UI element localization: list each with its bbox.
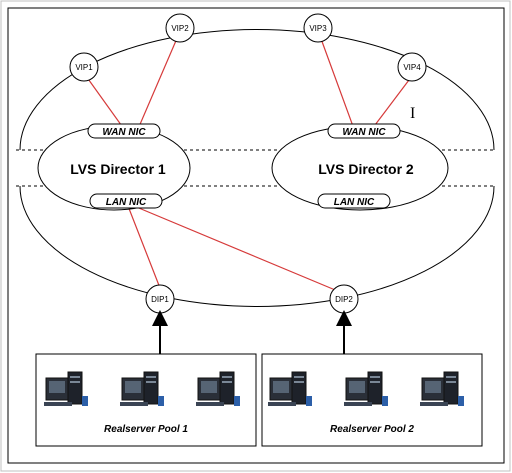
server-icon [344, 371, 388, 406]
realserver-pool-1: Realserver Pool 1 [35, 353, 257, 447]
pool-1-label: Realserver Pool 1 [104, 424, 188, 435]
dip1-node: DIP1 [145, 284, 175, 314]
vip1-node: VIP1 [69, 52, 99, 82]
text-cursor-icon: I [410, 105, 415, 122]
server-icon [120, 371, 164, 406]
director-1-wan-nic-label: WAN NIC [102, 127, 146, 138]
server-icon [420, 371, 464, 406]
director-1-lan-nic-label: LAN NIC [106, 197, 147, 208]
director-2: WAN NIC LVS Director 2 LAN NIC [271, 123, 449, 211]
inner-frame [7, 7, 505, 464]
vip3-node: VIP3 [303, 13, 333, 43]
director-1-wan-nic [87, 123, 161, 139]
server-icon [268, 371, 312, 406]
link-director1-dip1 [127, 205, 161, 289]
director-2-label: LVS Director 2 [318, 161, 414, 177]
link-vip3-director2 [319, 35, 355, 130]
pool-1-servers [44, 371, 240, 406]
server-icon [196, 371, 240, 406]
link-vip2-director1 [137, 35, 179, 130]
director-1: WAN NIC LVS Director 1 LAN NIC [37, 123, 191, 211]
pool-2-servers [268, 371, 464, 406]
director-1-label: LVS Director 1 [70, 161, 166, 177]
realserver-pool-2: Realserver Pool 2 [261, 353, 483, 447]
server-icon [44, 371, 88, 406]
dip2-node: DIP2 [329, 284, 359, 314]
director-2-wan-nic [327, 123, 401, 139]
pool-2-label: Realserver Pool 2 [330, 424, 414, 435]
lan-arc [19, 185, 495, 307]
dip2-label: DIP2 [335, 295, 353, 304]
vip4-node: VIP4 [397, 52, 427, 82]
vip1-label: VIP1 [75, 63, 93, 72]
director-1-lan-nic [89, 193, 163, 209]
director-2-wan-nic-label: WAN NIC [342, 127, 386, 138]
link-director1-dip2 [133, 205, 341, 293]
director-2-lan-nic [317, 193, 391, 209]
dip1-label: DIP1 [151, 295, 169, 304]
wan-arc [19, 29, 495, 151]
director-2-lan-nic-label: LAN NIC [334, 197, 375, 208]
vip2-node: VIP2 [165, 13, 195, 43]
vip2-label: VIP2 [171, 24, 189, 33]
vip3-label: VIP3 [309, 24, 327, 33]
vip4-label: VIP4 [403, 63, 421, 72]
link-vip4-director2 [371, 75, 413, 130]
link-vip1-director1 [85, 75, 125, 130]
